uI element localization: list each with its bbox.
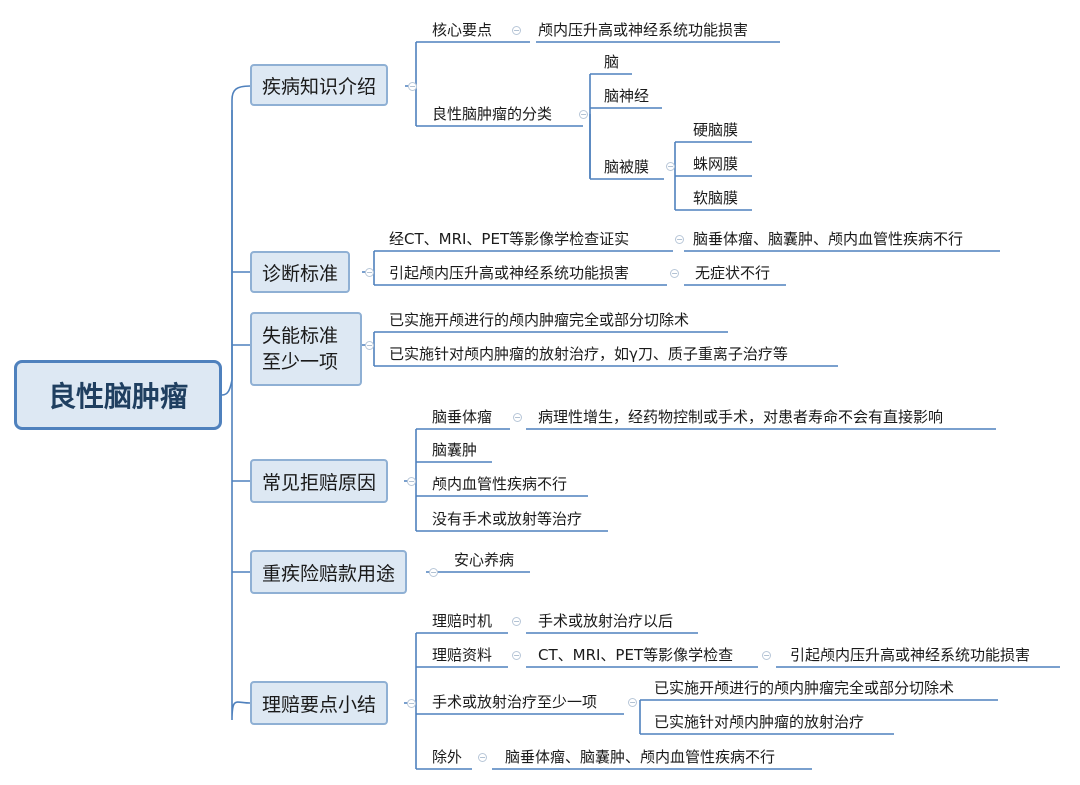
branch-label-line2: 至少一项 (262, 351, 339, 373)
collapse-toggle-icon[interactable]: − (365, 341, 374, 350)
topic-asymptomatic-excluded[interactable]: 无症状不行 (695, 264, 771, 282)
branch-diagnosis-criteria[interactable]: 诊断标准 (250, 251, 351, 293)
topic-claim-materials[interactable]: 理赔资料 (432, 646, 493, 664)
branch-claim-summary[interactable]: 理赔要点小结 (250, 681, 389, 725)
branch-disease-knowledge[interactable]: 疾病知识介绍 (250, 64, 389, 106)
topic-arachnoid[interactable]: 蛛网膜 (693, 155, 739, 173)
topic-exclusion[interactable]: 除外 (432, 748, 463, 766)
collapse-toggle-icon[interactable]: − (408, 82, 417, 91)
topic-claim-timing[interactable]: 理赔时机 (432, 612, 493, 630)
topic-brain-cyst[interactable]: 脑囊肿 (432, 441, 478, 459)
topic-treatment-required[interactable]: 手术或放射治疗至少一项 (432, 693, 598, 711)
topic-pituitary-detail[interactable]: 病理性增生，经药物控制或手术，对患者寿命不会有直接影响 (538, 408, 944, 426)
collapse-toggle-icon[interactable]: − (628, 698, 637, 707)
collapse-toggle-icon[interactable]: − (512, 651, 521, 660)
collapse-toggle-icon[interactable]: − (666, 162, 675, 171)
collapse-toggle-icon[interactable]: − (579, 110, 588, 119)
topic-symptoms-required[interactable]: 引起颅内压升高或神经系统功能损害 (389, 264, 630, 282)
branch-payout-usage[interactable]: 重疾险赔款用途 (250, 550, 408, 594)
topic-exclusion-detail[interactable]: 脑垂体瘤、脑囊肿、颅内血管性疾病不行 (505, 748, 776, 766)
topic-treatment-craniotomy[interactable]: 已实施开颅进行的颅内肿瘤完全或部分切除术 (654, 679, 955, 697)
topic-imaging-exclusions[interactable]: 脑垂体瘤、脑囊肿、颅内血管性疾病不行 (693, 230, 964, 248)
topic-brain[interactable]: 脑 (604, 53, 620, 71)
branch-rejection-reasons[interactable]: 常见拒赔原因 (250, 459, 389, 503)
branch-label: 重疾险赔款用途 (262, 562, 396, 585)
collapse-toggle-icon[interactable]: − (478, 753, 487, 762)
topic-classification[interactable]: 良性脑肿瘤的分类 (432, 105, 553, 123)
collapse-toggle-icon[interactable]: − (512, 26, 521, 35)
topic-treatment-radiotherapy[interactable]: 已实施针对颅内肿瘤的放射治疗 (654, 713, 865, 731)
topic-imaging-confirmed[interactable]: 经CT、MRI、PET等影像学检查证实 (389, 230, 630, 248)
branch-label: 疾病知识介绍 (262, 75, 377, 98)
collapse-toggle-icon[interactable]: − (429, 568, 438, 577)
topic-vascular-disease[interactable]: 颅内血管性疾病不行 (432, 475, 568, 493)
collapse-toggle-icon[interactable]: − (675, 235, 684, 244)
branch-disability-criteria[interactable]: 失能标准 至少一项 (250, 312, 362, 386)
branch-label: 诊断标准 (262, 262, 339, 285)
root-topic[interactable]: 良性脑肿瘤 (14, 360, 222, 430)
topic-cranial-nerve[interactable]: 脑神经 (604, 87, 650, 105)
topic-claim-materials-detail[interactable]: CT、MRI、PET等影像学检查 (538, 646, 734, 664)
topic-radiotherapy[interactable]: 已实施针对颅内肿瘤的放射治疗，如γ刀、质子重离子治疗等 (389, 345, 788, 363)
topic-meninges[interactable]: 脑被膜 (604, 158, 650, 176)
topic-recovery[interactable]: 安心养病 (454, 551, 515, 569)
branch-label: 常见拒赔原因 (262, 471, 377, 494)
collapse-toggle-icon[interactable]: − (407, 699, 416, 708)
branch-label-line1: 失能标准 (262, 325, 339, 347)
topic-dura-mater[interactable]: 硬脑膜 (693, 121, 739, 139)
collapse-toggle-icon[interactable]: − (762, 651, 771, 660)
topic-key-point-detail[interactable]: 颅内压升高或神经系统功能损害 (538, 21, 749, 39)
topic-key-point[interactable]: 核心要点 (432, 21, 493, 39)
topic-no-treatment[interactable]: 没有手术或放射等治疗 (432, 510, 583, 528)
topic-craniotomy[interactable]: 已实施开颅进行的颅内肿瘤完全或部分切除术 (389, 311, 690, 329)
topic-pia-mater[interactable]: 软脑膜 (693, 189, 739, 207)
collapse-toggle-icon[interactable]: − (513, 413, 522, 422)
collapse-toggle-icon[interactable]: − (670, 269, 679, 278)
collapse-toggle-icon[interactable]: − (407, 477, 416, 486)
topic-claim-timing-detail[interactable]: 手术或放射治疗以后 (538, 612, 674, 630)
collapse-toggle-icon[interactable]: − (512, 617, 521, 626)
collapse-toggle-icon[interactable]: − (365, 268, 374, 277)
branch-label: 理赔要点小结 (262, 693, 377, 716)
topic-pituitary-tumor[interactable]: 脑垂体瘤 (432, 408, 493, 426)
topic-claim-materials-detail2[interactable]: 引起颅内压升高或神经系统功能损害 (790, 646, 1031, 664)
